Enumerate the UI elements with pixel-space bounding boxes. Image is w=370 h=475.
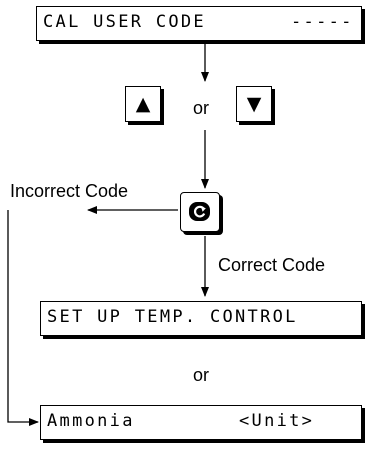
arrow-incorrect-to-ammonia xyxy=(7,210,39,426)
ammonia-unit: <Unit> xyxy=(239,411,315,431)
up-key[interactable]: ▲ xyxy=(125,86,161,122)
incorrect-code-label: Incorrect Code xyxy=(10,181,129,201)
enter-rotate-icon xyxy=(189,202,210,221)
cal-user-code-flow-diagram: CAL USER CODE ----- ▲ or ▼ Incorrect Cod… xyxy=(7,6,362,440)
or-screens-label: or xyxy=(193,365,210,385)
cal-user-code-label: CAL USER CODE xyxy=(43,12,206,32)
ammonia-label: Ammonia xyxy=(47,411,135,431)
lcd-cal-user-code: CAL USER CODE ----- xyxy=(36,6,362,41)
down-arrow-icon: ▼ xyxy=(246,92,262,115)
or-keys-label: or xyxy=(193,98,210,118)
set-up-temp-control-label: SET UP TEMP. CONTROL xyxy=(47,307,298,327)
up-arrow-icon: ▲ xyxy=(135,92,151,115)
lcd-ammonia: Ammonia <Unit> xyxy=(40,405,362,440)
lcd-set-up-temp-control: SET UP TEMP. CONTROL xyxy=(40,301,362,336)
flow-connectors xyxy=(7,42,209,426)
down-key[interactable]: ▼ xyxy=(236,86,272,122)
cal-user-code-value: ----- xyxy=(291,12,354,32)
correct-code-label: Correct Code xyxy=(218,255,326,275)
enter-key[interactable] xyxy=(180,192,220,232)
